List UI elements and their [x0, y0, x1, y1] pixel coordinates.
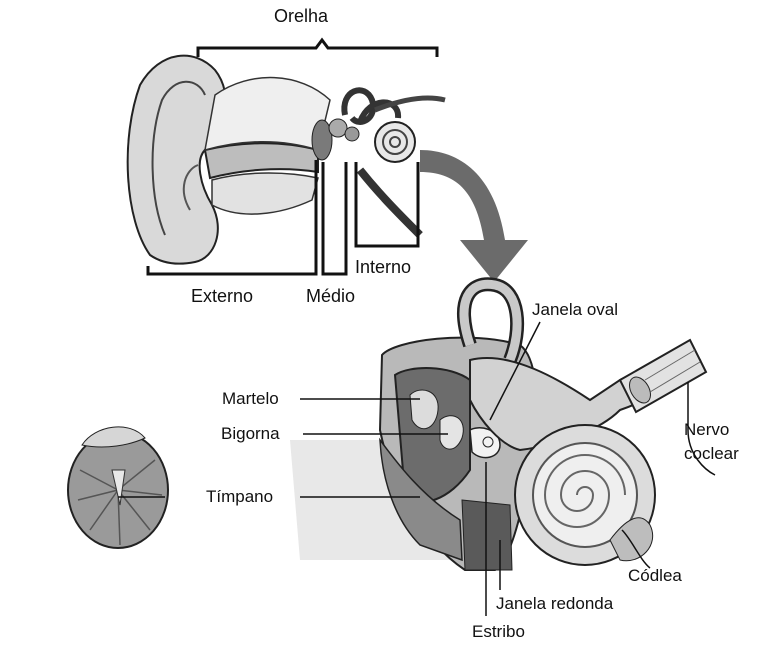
eardrum-drawing — [68, 427, 168, 548]
label-eardrum: Tímpano — [206, 487, 273, 507]
label-round-window: Janela redonda — [496, 594, 613, 614]
label-cochlear-nerve-2: coclear — [684, 444, 739, 464]
label-cochlear-nerve-1: Nervo — [684, 420, 729, 440]
label-malleus: Martelo — [222, 389, 279, 409]
label-outer: Externo — [191, 286, 253, 307]
label-cochlea: Códlea — [628, 566, 682, 586]
label-oval-window: Janela oval — [532, 300, 618, 320]
label-ear: Orelha — [274, 6, 328, 27]
outer-ear-drawing — [128, 56, 330, 264]
label-incus: Bigorna — [221, 424, 280, 444]
zoom-arrow — [420, 150, 528, 282]
label-middle: Médio — [306, 286, 355, 307]
label-stapes: Estribo — [472, 622, 525, 642]
label-inner: Interno — [355, 257, 411, 278]
